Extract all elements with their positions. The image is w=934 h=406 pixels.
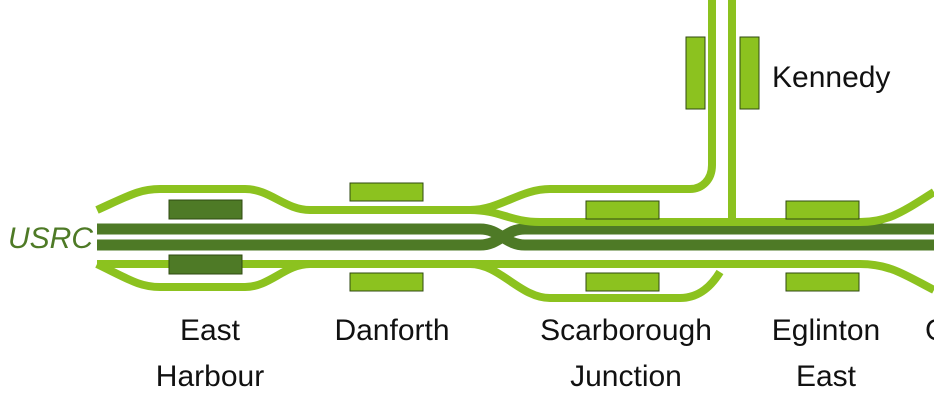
track-inner-south (97, 260, 934, 294)
platform-eglinton-north (785, 200, 860, 220)
light-tracks (95, 0, 934, 302)
platform-kennedy-east (739, 36, 760, 110)
platform-kennedy-west (685, 36, 706, 110)
platform-scarborough-north (585, 200, 660, 220)
track-south-loop (95, 260, 724, 302)
platform-east-harbour-south (168, 254, 243, 275)
station-label-eglinton-line1: Eglinton (772, 314, 880, 347)
platform-danforth-south (349, 272, 424, 292)
platform-east-harbour-north (168, 199, 243, 220)
track-inner-north (469, 188, 934, 226)
station-label-danforth: Danforth (334, 314, 449, 347)
dark-track-lower (97, 223, 934, 251)
station-label-east-harbour-line1: East (180, 314, 241, 347)
platform-danforth-north (349, 182, 424, 202)
platform-eglinton-south (785, 272, 860, 292)
dark-tracks (97, 223, 934, 251)
corridor-label-usrc: USRC (8, 222, 93, 255)
track-north-loop (95, 0, 716, 214)
station-label-eglinton-line2: East (796, 360, 857, 393)
station-label-scarborough-line1: Scarborough (540, 314, 712, 347)
platform-scarborough-south (585, 272, 660, 292)
station-label-kennedy: Kennedy (772, 61, 890, 94)
station-label-scarborough-line2: Junction (570, 360, 682, 393)
station-label-east-harbour-line2: Harbour (156, 360, 264, 393)
platforms (168, 36, 860, 292)
station-label-cut-off: G (925, 314, 934, 347)
